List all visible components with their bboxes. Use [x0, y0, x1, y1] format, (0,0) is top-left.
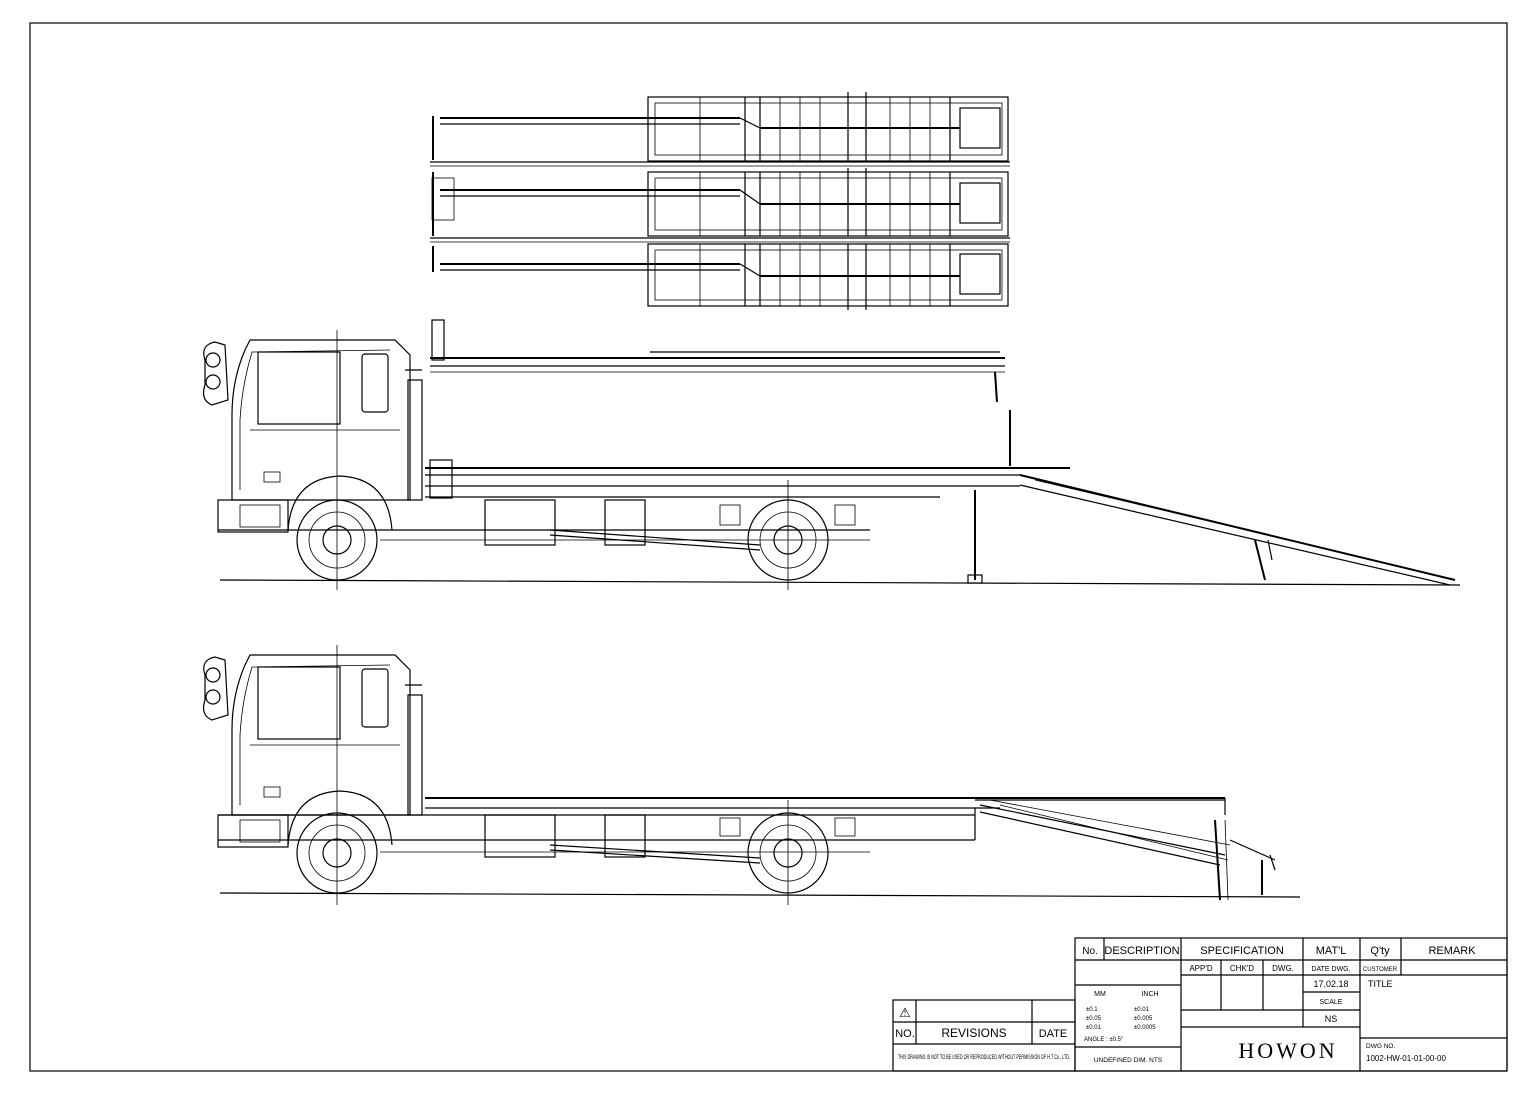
top-view-deck-frames	[430, 92, 1010, 310]
scale-label: SCALE	[1320, 999, 1343, 1006]
deck-frame-2	[430, 168, 1010, 243]
company-logo: HOWON	[1238, 1038, 1337, 1063]
unit-mm: MM	[1094, 991, 1106, 998]
raised-deck	[430, 319, 1005, 403]
undefined-dim: UNDEFINED DIM. NTS	[1094, 1057, 1163, 1064]
header-description: DESCRIPTION	[1104, 945, 1179, 957]
tolerance-inch-1: ±0.01	[1134, 1007, 1150, 1013]
revision-block: ⚠ NO. REVISIONS DATE THIS DRAWING IS NOT…	[892, 999, 1076, 1072]
header-no: No.	[1082, 946, 1098, 957]
header-remark: REMARK	[1428, 945, 1476, 957]
tolerance-mm-3: ±0.01	[1086, 1025, 1102, 1031]
sheet-border	[29, 22, 1508, 1072]
date-dwg-label: DATE DWG.	[1311, 966, 1350, 973]
front-wheel	[296, 330, 378, 590]
header-specification: SPECIFICATION	[1200, 945, 1284, 957]
tolerance-mm-2: ±0.05	[1086, 1016, 1102, 1022]
drawn-label: DWG.	[1272, 964, 1294, 973]
revision-no-label: NO.	[895, 1028, 915, 1040]
unit-inch: INCH	[1141, 991, 1158, 998]
title-block: No. DESCRIPTION SPECIFICATION MAT'L Q'ty…	[1074, 937, 1508, 1072]
tolerance-inch-2: ±0.005	[1134, 1016, 1153, 1022]
revision-date-label: DATE	[1039, 1028, 1068, 1040]
side-view-transport	[202, 645, 1301, 905]
ground-line-2	[219, 892, 1301, 898]
header-qty: Q'ty	[1370, 945, 1390, 957]
scale-value: NS	[1325, 1014, 1338, 1024]
ground-line-1	[219, 579, 1461, 586]
rear-wheel	[747, 480, 829, 590]
checked-label: CHK'D	[1230, 964, 1254, 973]
front-wheel-2	[296, 645, 378, 905]
warning-symbol: ⚠	[899, 1005, 911, 1020]
dwg-no-label: DWG NO.	[1366, 1043, 1395, 1050]
date-dwg-value: 17.02.18	[1313, 979, 1348, 989]
deck-frame-3	[432, 243, 1009, 310]
truck-cab-2	[202, 654, 423, 848]
tolerance-mm-1: ±0.1	[1086, 1007, 1098, 1013]
side-view-ramp-deployed	[202, 319, 1461, 590]
approved-label: APP'D	[1189, 964, 1213, 973]
dwg-no-value: 1002-HW-01-01-00-00	[1366, 1054, 1446, 1063]
deck-frame-1	[430, 92, 1010, 167]
angle-tolerance: ANGLE : ±0.5°	[1084, 1037, 1124, 1043]
header-material: MAT'L	[1316, 945, 1347, 957]
truck-cab	[202, 339, 423, 533]
folded-ramp	[975, 798, 1276, 901]
tolerance-inch-3: ±0.0005	[1134, 1025, 1156, 1031]
rear-wheel-2	[747, 800, 829, 905]
revisions-label: REVISIONS	[941, 1026, 1006, 1040]
loading-ramp	[1019, 474, 1456, 586]
reproduction-notice: THIS DRAWING IS NOT TO BE USED OR REPROD…	[898, 1054, 1070, 1061]
customer-label: CUSTOMER	[1363, 967, 1398, 973]
chassis	[218, 410, 1070, 584]
chassis-2	[218, 797, 1225, 864]
title-label: TITLE	[1368, 979, 1393, 989]
